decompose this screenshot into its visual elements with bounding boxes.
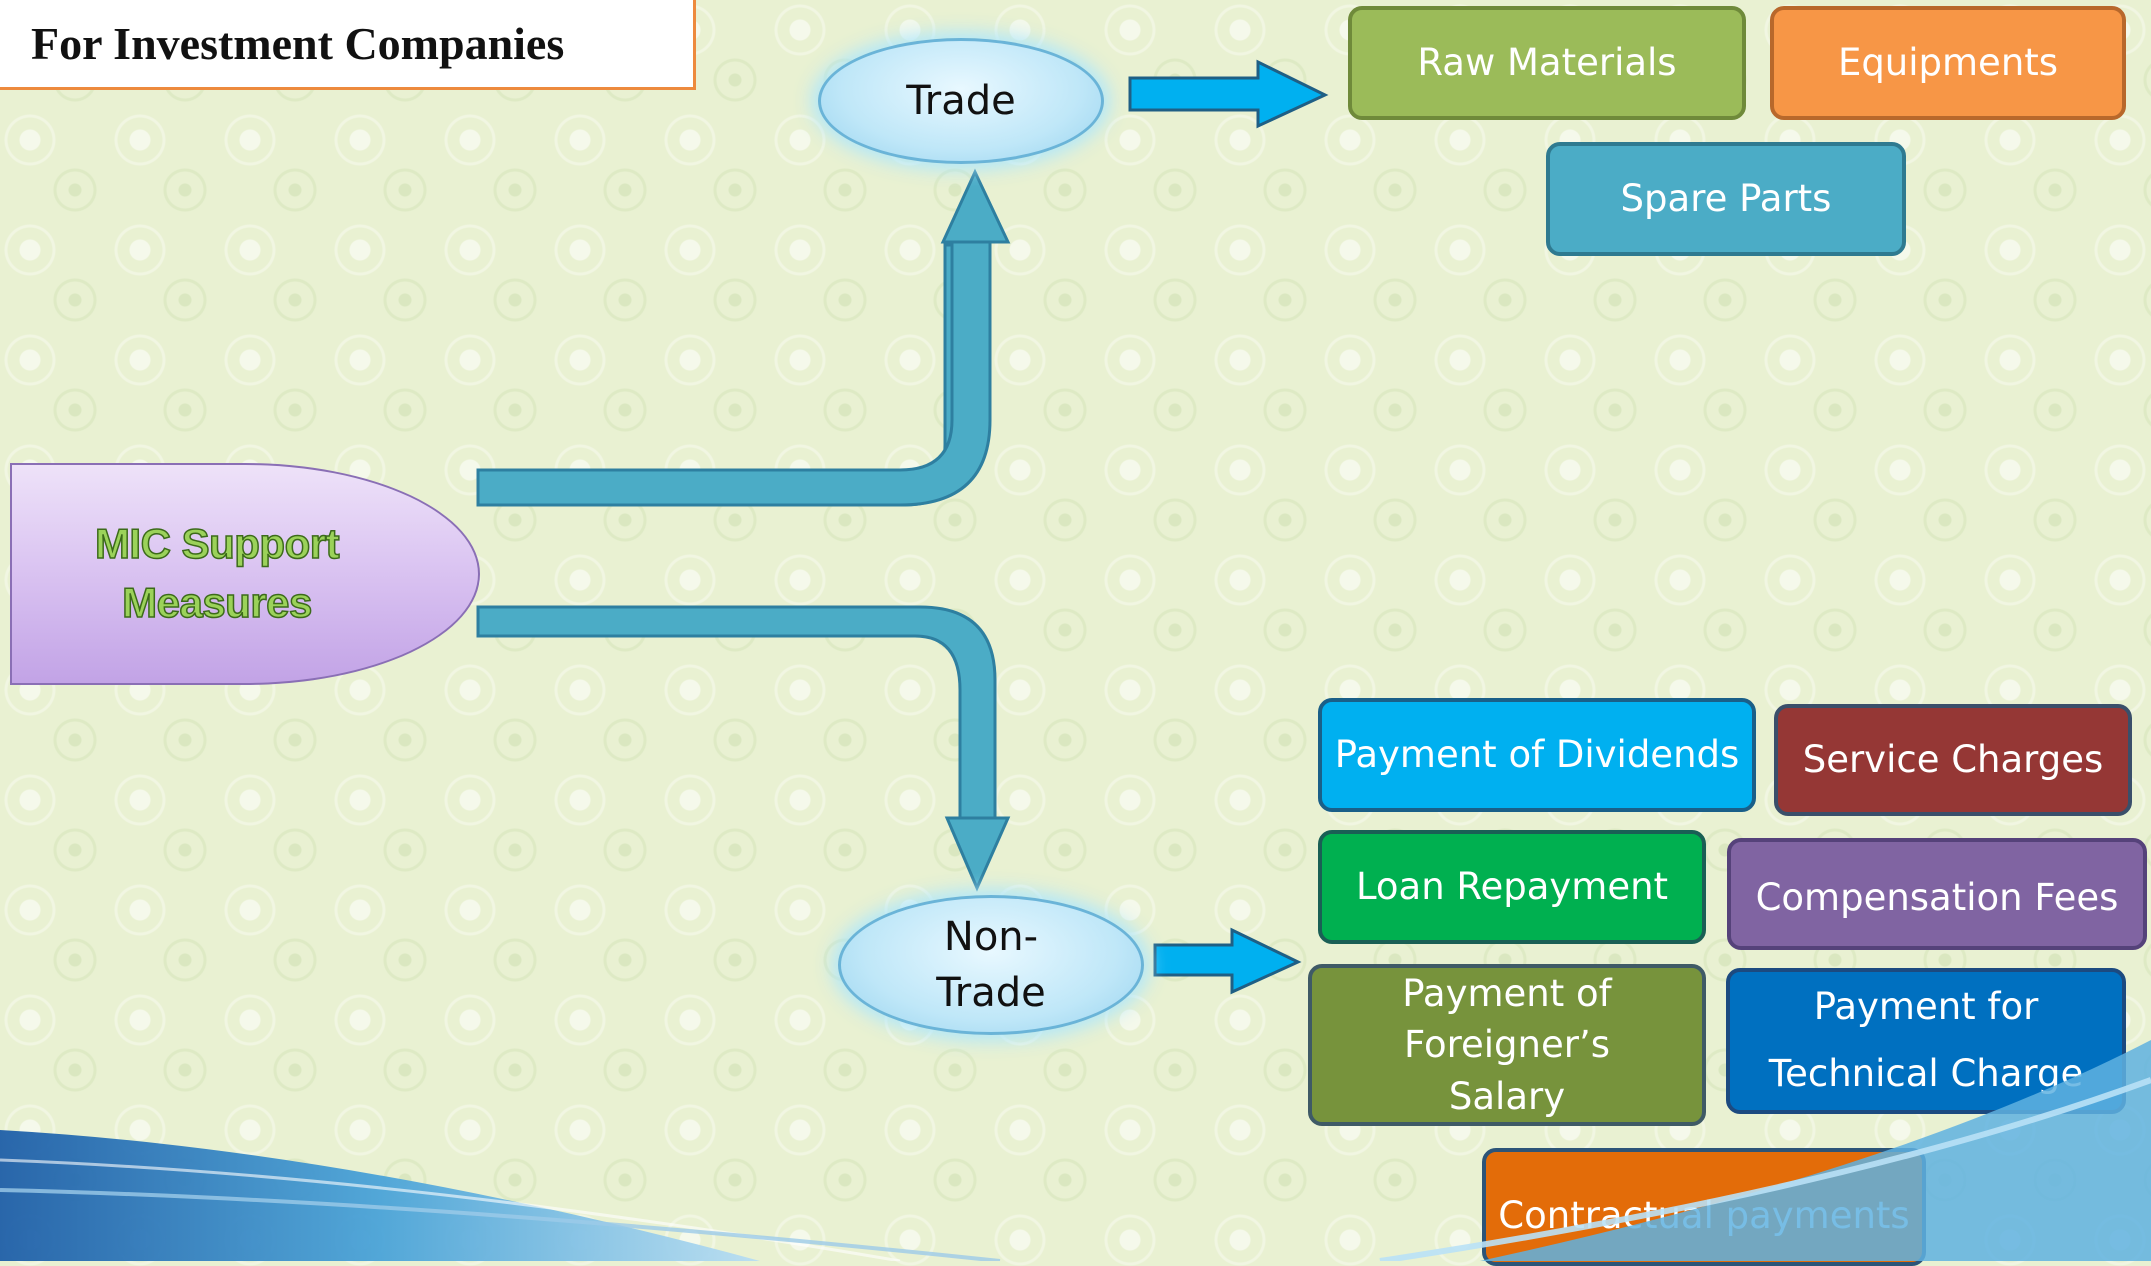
service-charges-label: Service Charges xyxy=(1802,738,2104,782)
arrow-trade-to-items xyxy=(1128,59,1329,129)
non-trade-label-line2: Trade xyxy=(936,970,1046,1016)
trade-node: Trade xyxy=(818,38,1104,164)
payment-of-dividends-box: Payment of Dividends xyxy=(1318,698,1756,812)
contractual-payments-label: Contractual payments xyxy=(1498,1194,1910,1237)
title-box: For Investment Companies xyxy=(0,0,696,90)
payment-of-dividends-label: Payment of Dividends xyxy=(1334,733,1740,777)
raw-materials-box: Raw Materials xyxy=(1348,6,1746,120)
foreigners-salary-line3: Salary xyxy=(1448,1074,1566,1118)
technical-charge-line1: Payment for xyxy=(1813,985,2039,1029)
spare-parts-box: Spare Parts xyxy=(1546,142,1906,256)
mic-label: MIC Support Measures xyxy=(87,515,347,633)
arrow-root-to-trade-pole xyxy=(476,238,992,507)
foreigners-salary-box: Payment of Foreigner’s Salary xyxy=(1308,964,1706,1126)
foreigners-salary-line2: Foreigner’s xyxy=(1403,1023,1610,1067)
arrow-nontrade-to-items xyxy=(1153,927,1302,995)
arrow-root-to-trade xyxy=(476,243,962,507)
loan-repayment-label: Loan Repayment xyxy=(1355,865,1669,909)
technical-charge-label: Payment for Technical Charge xyxy=(1769,974,2083,1107)
arrow-nontrade-head xyxy=(944,816,1011,892)
loan-repayment-box: Loan Repayment xyxy=(1318,830,1706,944)
non-trade-label-line1: Non- xyxy=(943,914,1039,960)
contractual-payments-box: Contractual payments xyxy=(1482,1148,1926,1266)
technical-charge-box: Payment for Technical Charge xyxy=(1726,968,2126,1114)
non-trade-node: Non- Trade xyxy=(838,895,1144,1035)
foreigners-salary-line1: Payment of xyxy=(1402,972,1612,1016)
mic-support-measures-node: MIC Support Measures xyxy=(10,463,480,685)
compensation-fees-label: Compensation Fees xyxy=(1755,876,2119,920)
raw-materials-label: Raw Materials xyxy=(1417,41,1677,85)
equipments-box: Equipments xyxy=(1770,6,2126,120)
equipments-label: Equipments xyxy=(1837,41,2059,85)
trade-label: Trade xyxy=(906,78,1016,124)
technical-charge-line2: Technical Charge xyxy=(1768,1052,2084,1095)
spare-parts-label: Spare Parts xyxy=(1620,177,1832,221)
compensation-fees-box: Compensation Fees xyxy=(1727,838,2147,950)
mic-label-line1: MIC Support xyxy=(94,519,340,568)
mic-label-line2: Measures xyxy=(121,578,313,626)
arrow-trade-head xyxy=(940,168,1011,244)
non-trade-label: Non- Trade xyxy=(936,909,1046,1021)
arrow-root-to-nontrade xyxy=(476,605,997,822)
page-title: For Investment Companies xyxy=(31,18,565,69)
service-charges-box: Service Charges xyxy=(1774,704,2132,816)
foreigners-salary-label: Payment of Foreigner’s Salary xyxy=(1402,968,1611,1121)
